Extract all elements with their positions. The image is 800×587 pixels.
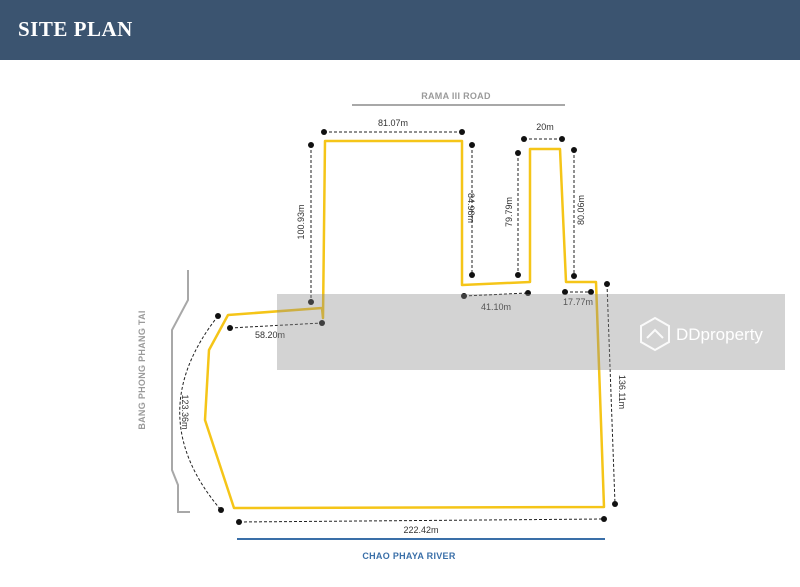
river-label: CHAO PHAYA RIVER [362, 551, 456, 561]
west-road-line [171, 270, 190, 513]
dimension-lines [179, 131, 616, 523]
dim-west-curve: 123.36m [180, 394, 190, 429]
dim-notch-left-height: 79.79m [504, 197, 514, 227]
dim-notch-right-height: 84.98m [466, 193, 476, 223]
watermark-logo-icon [640, 316, 670, 352]
dim-south-side: 222.42m [403, 525, 438, 535]
dim-right-arm-height: 80.06m [576, 195, 586, 225]
header-bar: SITE PLAN [0, 0, 800, 60]
dimension-dots [215, 129, 618, 525]
watermark-text: DDproperty [676, 325, 763, 344]
dim-top-right-width: 20m [536, 122, 554, 132]
dim-west-step-width: 58.20m [255, 330, 285, 340]
dim-left-arm-height: 100.93m [296, 204, 306, 239]
dim-notch-width: 41.10m [481, 302, 511, 312]
site-boundary [203, 139, 606, 510]
dim-top-left-width: 81.07m [378, 118, 408, 128]
west-road-label: BANG PHONG PHANG TAI [137, 310, 147, 429]
dim-east-side: 136.11m [617, 375, 627, 409]
watermark-band [277, 294, 785, 370]
rama-road-label: RAMA III ROAD [421, 91, 491, 101]
dim-step-width: 17.77m [563, 297, 593, 307]
page-title: SITE PLAN [18, 17, 133, 41]
